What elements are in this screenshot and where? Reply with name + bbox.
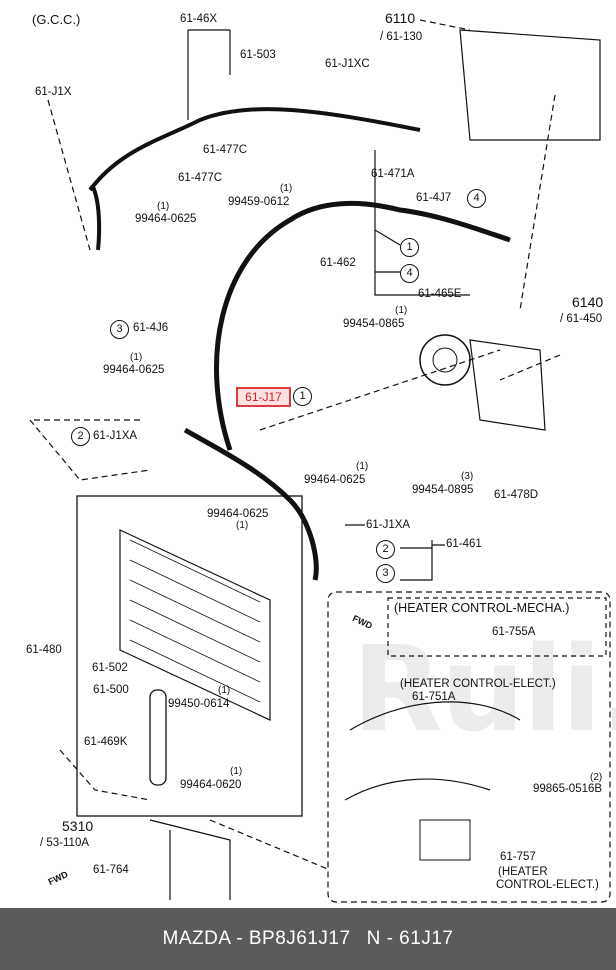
qty-99459: (1) — [280, 183, 293, 194]
part-61-4j7[interactable]: 61-4J7 — [416, 192, 452, 204]
qty-99464-e: (1) — [230, 766, 243, 777]
part-99450[interactable]: 99450-0614 — [168, 698, 230, 710]
part-99464-d[interactable]: 99464-0625 — [207, 508, 269, 520]
heater-elect-label-2b: CONTROL-ELECT.) — [496, 879, 599, 891]
part-61-469k[interactable]: 61-469K — [84, 736, 128, 748]
part-61-751a[interactable]: 61-751A — [412, 691, 456, 703]
ref-6140[interactable]: 6140 — [572, 294, 604, 310]
part-61-502[interactable]: 61-502 — [92, 662, 128, 674]
parts-diagram: (G.C.C.) 61-46X 6110 / 61-130 61-503 61-… — [26, 10, 616, 903]
circled-4-b: 4 — [400, 264, 419, 283]
heater-elect-label: (HEATER CONTROL-ELECT.) — [400, 678, 556, 690]
part-61-465e[interactable]: 61-465E — [418, 288, 462, 300]
part-61-478d[interactable]: 61-478D — [494, 489, 539, 501]
part-61-j1x[interactable]: 61-J1X — [35, 86, 72, 98]
circled-3-a: 3 — [110, 320, 129, 339]
part-61-j1xa[interactable]: 61-J1XA — [93, 430, 138, 442]
heater-elect-label-2a: (HEATER — [498, 866, 548, 878]
circled-2-b: 2 — [376, 540, 395, 559]
part-61-46x[interactable]: 61-46X — [180, 13, 218, 25]
highlight-61-j17[interactable]: 61-J17 — [236, 387, 291, 407]
circled-1-a: 1 — [400, 238, 419, 257]
circled-2-a: 2 — [71, 427, 90, 446]
qty-99464-b: (1) — [130, 352, 143, 363]
part-99865[interactable]: 99865-0516B — [533, 783, 603, 795]
footer-ref: N - 61J17 — [366, 928, 454, 949]
part-99464-a[interactable]: 99464-0625 — [135, 213, 197, 225]
part-61-500[interactable]: 61-500 — [93, 684, 129, 696]
part-61-j1xc[interactable]: 61-J1XC — [325, 58, 370, 70]
circled-4-a: 4 — [467, 189, 486, 208]
part-99464-b[interactable]: 99464-0625 — [103, 364, 165, 376]
part-61-477c-b[interactable]: 61-477C — [178, 172, 223, 184]
part-61-j1xa-b[interactable]: 61-J1XA — [366, 519, 411, 531]
diagram-lines — [28, 19, 611, 903]
part-61-471a[interactable]: 61-471A — [371, 168, 415, 180]
part-61-4j6[interactable]: 61-4J6 — [133, 322, 169, 334]
circled-3-b: 3 — [376, 564, 395, 583]
part-61-764[interactable]: 61-764 — [93, 864, 129, 876]
gcc-label: (G.C.C.) — [32, 12, 81, 27]
qty-99454-0895: (3) — [461, 471, 474, 482]
part-99464-c[interactable]: 99464-0625 — [304, 474, 366, 486]
part-61-461[interactable]: 61-461 — [446, 538, 482, 550]
part-61-j17: 61-J17 — [245, 390, 282, 404]
part-61-462[interactable]: 61-462 — [320, 257, 356, 269]
qty-99464-c: (1) — [356, 461, 369, 472]
qty-99464-d: (1) — [236, 520, 249, 531]
part-99454-0865[interactable]: 99454-0865 — [343, 318, 405, 330]
heater-mecha-label: (HEATER CONTROL-MECHA.) — [394, 601, 570, 615]
ref-5310-sub: / 53-110A — [40, 837, 90, 849]
part-61-477c-a[interactable]: 61-477C — [203, 144, 248, 156]
part-61-755a[interactable]: 61-755A — [492, 626, 536, 638]
part-99464-e[interactable]: 99464-0620 — [180, 779, 242, 791]
qty-99454-0865: (1) — [395, 305, 408, 316]
circled-1-b: 1 — [293, 387, 312, 406]
ref-5310[interactable]: 5310 — [62, 818, 94, 834]
qty-99865: (2) — [590, 772, 603, 783]
ref-6110[interactable]: 6110 — [385, 10, 416, 26]
watermark: Ruli.ru — [352, 620, 616, 758]
qty-99464-a: (1) — [157, 201, 170, 212]
qty-99450: (1) — [218, 685, 231, 696]
part-99459[interactable]: 99459-0612 — [228, 196, 290, 208]
part-61-757[interactable]: 61-757 — [500, 851, 536, 863]
part-61-503[interactable]: 61-503 — [240, 49, 276, 61]
footer-bar: MAZDA - BP8J61J17 N - 61J17 — [0, 908, 616, 970]
ref-6110-sub: / 61-130 — [380, 31, 423, 43]
part-61-480[interactable]: 61-480 — [26, 644, 62, 656]
footer-brand-part: MAZDA - BP8J61J17 — [162, 928, 351, 949]
part-99454-0895[interactable]: 99454-0895 — [412, 484, 474, 496]
ref-6140-sub: / 61-450 — [560, 313, 603, 325]
